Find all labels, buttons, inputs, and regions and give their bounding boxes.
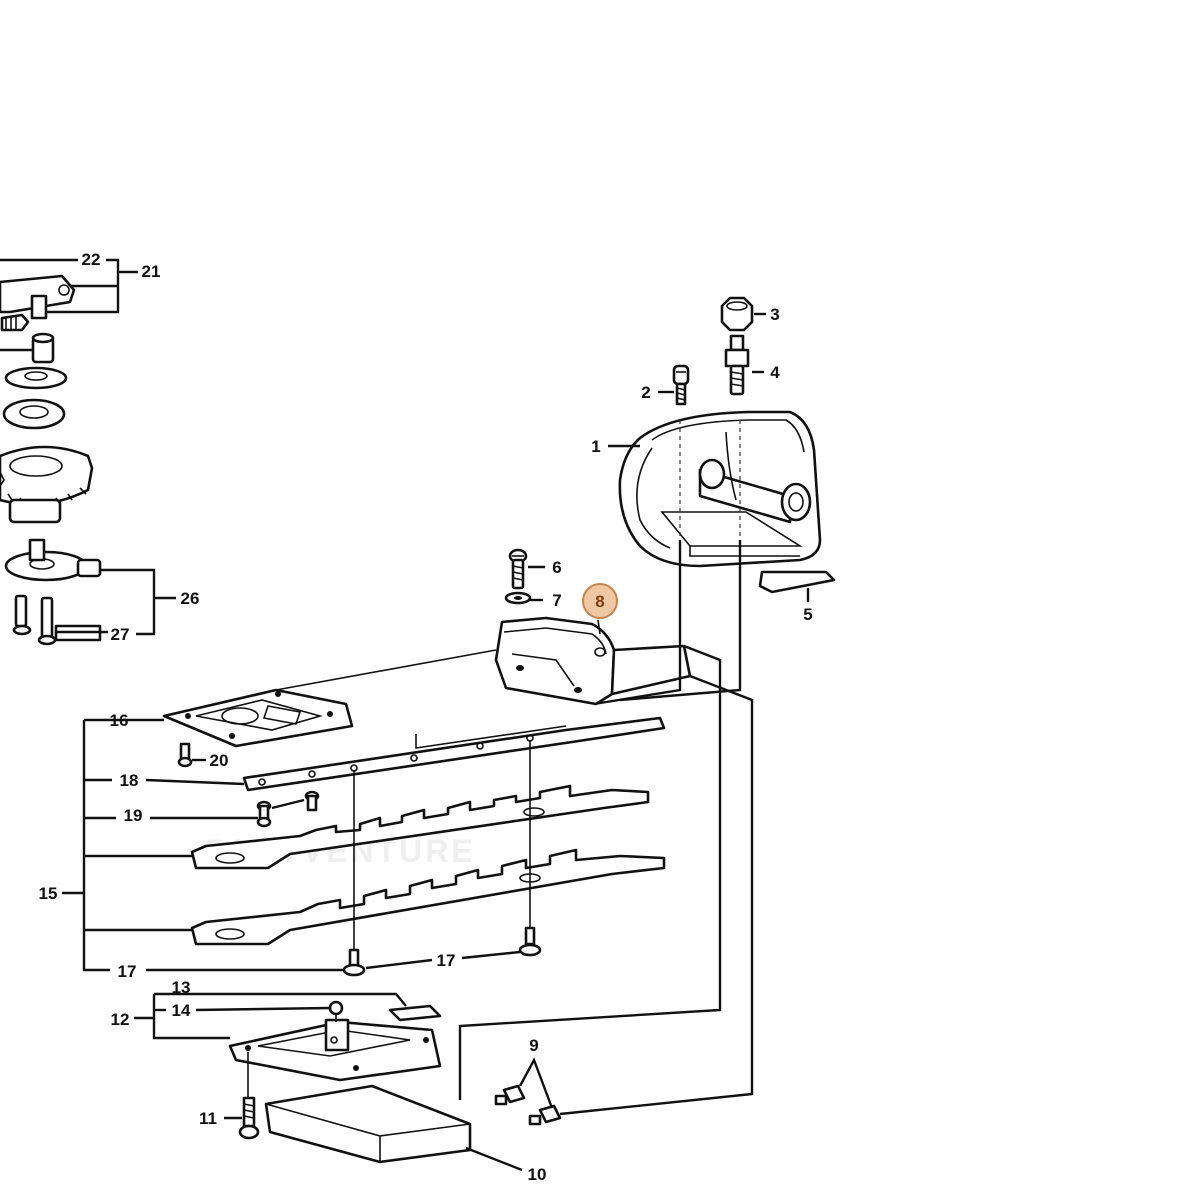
callout-label-9[interactable]: 9: [529, 1036, 538, 1055]
part-2-screw: [672, 364, 690, 406]
part-8-bracket: [494, 616, 692, 706]
part-14-ball: [328, 1000, 344, 1016]
callout-label-1[interactable]: 1: [591, 437, 600, 456]
callout-label-19[interactable]: 19: [124, 806, 143, 825]
part-5-plate: [758, 570, 836, 594]
callout-label-11[interactable]: 11: [199, 1109, 217, 1128]
callout-label-3[interactable]: 3: [770, 305, 779, 324]
callout-label-2[interactable]: 2: [641, 383, 650, 402]
part-11-screw: [238, 1096, 260, 1140]
callout-label-14[interactable]: 14: [172, 1001, 191, 1020]
callout-label-26[interactable]: 26: [181, 589, 200, 608]
part-7-washer: [504, 591, 532, 605]
part-upper-blade: [190, 784, 650, 870]
callout-label-27[interactable]: 27: [111, 625, 130, 644]
callout-label-4[interactable]: 4: [770, 363, 780, 382]
callout-labels: 1 2 3 4 5 6 7 9 10 11 12 13 14 15 16 17 …: [39, 250, 813, 1184]
callout-label-5[interactable]: 5: [803, 605, 812, 624]
part-3-nut: [720, 296, 754, 332]
callout-label-10[interactable]: 10: [528, 1165, 547, 1184]
part-17-screw: [342, 926, 542, 977]
callout-label-20[interactable]: 20: [210, 751, 229, 770]
callout-label-6[interactable]: 6: [552, 558, 561, 577]
part-13-insert: [388, 1004, 442, 1022]
part-19-screw: [256, 790, 320, 828]
part-1-housing: [618, 410, 822, 568]
part-6-screw: [508, 548, 528, 590]
part-20-screw: [177, 742, 193, 768]
callout-label-22[interactable]: 22: [82, 250, 101, 269]
gear-assembly: [0, 274, 102, 646]
part-12-lower-plate: [228, 1018, 442, 1082]
callout-label-17[interactable]: 17: [437, 951, 456, 970]
part-10-cover: [264, 1084, 472, 1164]
callout-label-12[interactable]: 12: [111, 1010, 130, 1029]
part-lower-blade: [190, 848, 666, 946]
callout-label-15[interactable]: 15: [39, 884, 58, 903]
callout-label-16[interactable]: 16: [110, 711, 129, 730]
callout-label-18[interactable]: 18: [120, 771, 139, 790]
part-4-stud: [724, 334, 750, 396]
callout-8-highlight[interactable]: 8: [582, 583, 618, 619]
part-16-plate: [162, 688, 354, 748]
callout-label-21[interactable]: 21: [142, 262, 161, 281]
callout-label-17[interactable]: 17: [118, 962, 137, 981]
part-9-screw: [494, 1084, 562, 1126]
part-18-guide-bar: [242, 716, 666, 792]
callout-label-8: 8: [595, 592, 604, 611]
callout-label-13[interactable]: 13: [172, 978, 191, 997]
callout-label-7[interactable]: 7: [552, 591, 561, 610]
